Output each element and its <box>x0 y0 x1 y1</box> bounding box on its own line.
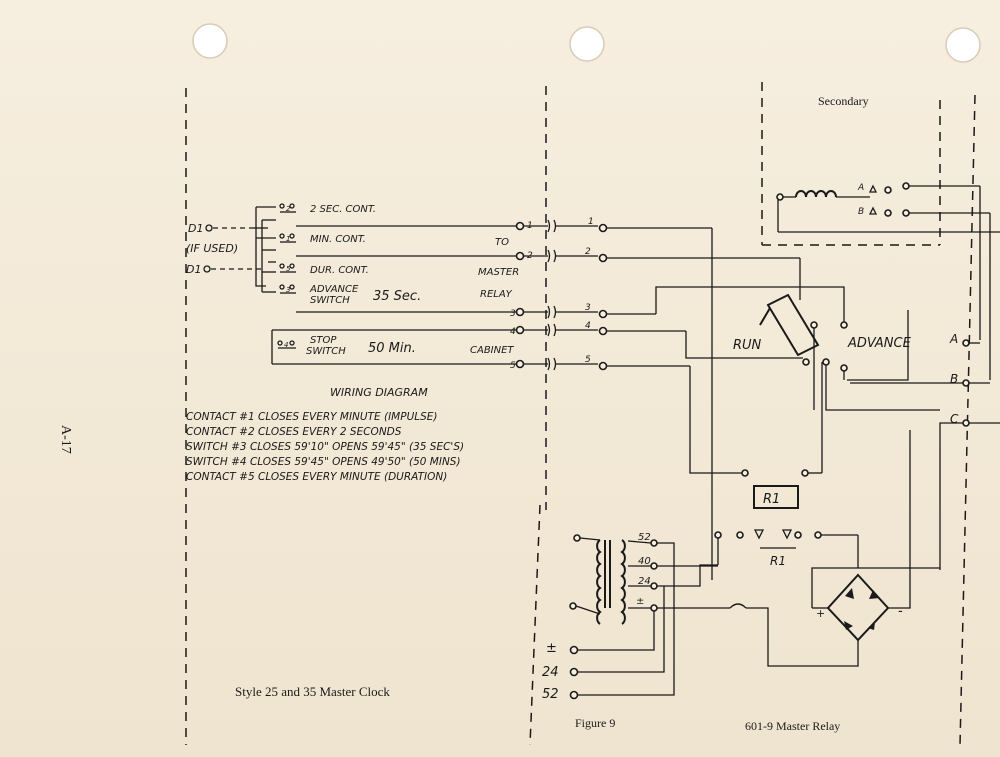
svg-text:2: 2 <box>286 205 291 213</box>
binder-hole <box>192 23 228 59</box>
label-35-sec: 35 Sec. <box>373 289 421 304</box>
svg-text:5: 5 <box>585 355 591 365</box>
note-line: SWITCH #4 CLOSES 59'45" OPENS 49'50" (50… <box>186 456 461 468</box>
svg-text:52: 52 <box>542 687 559 702</box>
note-line: CONTACT #2 CLOSES EVERY 2 SECONDS <box>186 426 402 438</box>
svg-text:A: A <box>949 332 958 346</box>
note-line: CONTACT #5 CLOSES EVERY MINUTE (DURATION… <box>186 471 447 483</box>
caption-master-relay: 601-9 Master Relay <box>745 719 840 733</box>
svg-text:24: 24 <box>542 665 559 680</box>
svg-text:3: 3 <box>510 309 516 319</box>
svg-text:4: 4 <box>585 321 591 331</box>
svg-text:B: B <box>950 372 958 386</box>
contact-advance: 3 <box>279 284 296 294</box>
d1-bottom-label: D1 <box>186 263 201 276</box>
svg-text:1: 1 <box>588 217 594 227</box>
label-dur-cont: DUR. CONT. <box>310 265 369 276</box>
contact-dur: 5 <box>279 263 296 273</box>
note-line: SWITCH #3 CLOSES 59'10" OPENS 59'45" (35… <box>186 441 464 453</box>
svg-text:±: ± <box>636 596 644 607</box>
label-stop-switch: SWITCH <box>306 346 346 357</box>
label-2sec-cont: 2 SEC. CONT. <box>310 204 376 215</box>
svg-text:R1: R1 <box>770 554 786 568</box>
label-cabinet: CABINET <box>470 345 514 356</box>
contact-min: 1 <box>279 233 296 243</box>
advance-label: ADVANCE <box>847 336 912 351</box>
svg-text:4: 4 <box>284 341 288 349</box>
label-relay: RELAY <box>480 289 513 300</box>
secondary-label: Secondary <box>818 94 869 108</box>
contact-notes: CONTACT #1 CLOSES EVERY MINUTE (IMPULSE)… <box>186 411 464 483</box>
label-to: TO <box>495 237 509 248</box>
run-advance-switch: RUN ADVANCE <box>733 293 912 372</box>
relay-outputs: A B C <box>850 332 1000 570</box>
svg-text:4: 4 <box>510 327 516 337</box>
label-50-min: 50 Min. <box>368 341 416 356</box>
svg-text:A: A <box>857 183 864 193</box>
svg-text:1: 1 <box>286 235 290 243</box>
d1-top-label: D1 <box>188 222 203 235</box>
svg-text:±: ± <box>546 641 557 656</box>
contact-stop: 4 <box>277 340 296 349</box>
binder-hole <box>569 26 605 62</box>
label-stop: STOP <box>310 335 337 346</box>
label-master: MASTER <box>478 267 519 278</box>
page-number: A-17 <box>58 425 73 454</box>
label-switch: SWITCH <box>310 295 350 306</box>
svg-text:+: + <box>816 607 825 620</box>
svg-text:52: 52 <box>638 532 651 543</box>
transformer: 52 40 24 ± <box>569 532 769 696</box>
svg-text:24: 24 <box>638 576 651 587</box>
supply-terminals: ± 24 52 <box>542 641 579 702</box>
center-divider-lower <box>529 504 541 746</box>
if-used-label: (IF USED) <box>186 242 238 255</box>
svg-text:3: 3 <box>585 303 591 313</box>
run-label: RUN <box>733 338 762 353</box>
svg-text:C: C <box>950 412 959 426</box>
caption-master-clock: Style 25 and 35 Master Clock <box>235 684 390 699</box>
r1-label: R1 <box>763 492 780 507</box>
r1-contacts: R1 <box>714 529 859 568</box>
binder-hole <box>945 27 981 63</box>
svg-text:-: - <box>898 604 903 619</box>
secondary-coil: A B <box>776 182 1000 380</box>
bridge-rectifier: + - <box>767 430 940 667</box>
svg-text:5: 5 <box>286 265 291 273</box>
svg-text:3: 3 <box>286 286 290 294</box>
contact-2sec: 2 <box>279 203 296 213</box>
svg-text:40: 40 <box>638 556 651 567</box>
note-line: CONTACT #1 CLOSES EVERY MINUTE (IMPULSE) <box>186 411 438 423</box>
r1-coil: R1 <box>741 362 823 509</box>
svg-text:B: B <box>858 207 864 217</box>
label-min-cont: MIN. CONT. <box>310 234 366 245</box>
svg-text:5: 5 <box>510 361 516 371</box>
wiring-diagram-title: WIRING DIAGRAM <box>330 386 428 399</box>
cabinet-crossings: 1 2 3 4 5 <box>524 217 598 371</box>
label-advance: ADVANCE <box>309 284 359 295</box>
svg-text:2: 2 <box>585 247 591 257</box>
caption-figure: Figure 9 <box>575 716 615 730</box>
